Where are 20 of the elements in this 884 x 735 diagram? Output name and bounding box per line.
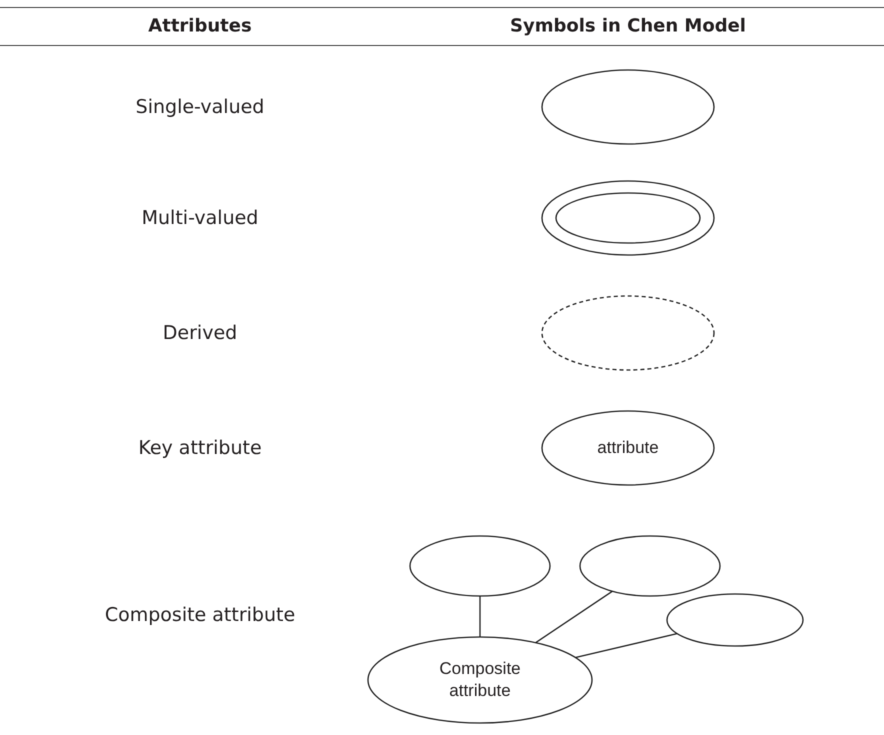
connector-line [479, 596, 481, 637]
attribute-ellipse [666, 593, 804, 647]
attribute-ellipse [579, 535, 721, 597]
attribute-type-label: Single-valued [136, 96, 264, 118]
attribute-ellipse [541, 410, 715, 486]
attribute-type-label: Composite attribute [104, 604, 296, 626]
attribute-ellipse [541, 69, 715, 145]
attribute-name: Composite attribute [438, 658, 522, 702]
dashed-attribute-ellipse [541, 295, 715, 371]
attribute-type-label: Key attribute [138, 437, 262, 459]
attribute-name: attribute [597, 436, 659, 459]
column-header: Symbols in Chen Model [510, 16, 746, 36]
attribute-ellipse [409, 535, 551, 597]
attribute-type-label: Derived [162, 322, 238, 344]
connector-line [535, 590, 613, 644]
attribute-type-label: Multi-valued [142, 207, 258, 229]
attribute-ellipse [367, 636, 593, 724]
double-attribute-ellipse [541, 180, 715, 256]
connector-line [575, 633, 678, 658]
column-header: Attributes [148, 16, 252, 36]
